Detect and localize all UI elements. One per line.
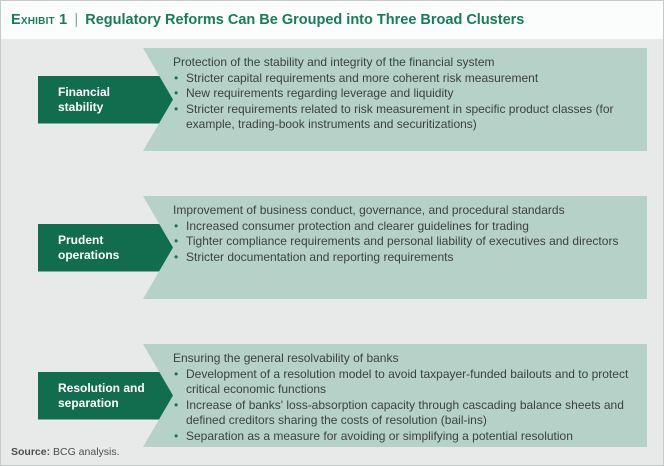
cluster-row-1: Protection of the stability and integrit… (1, 48, 663, 151)
source-label: Source: (11, 446, 51, 458)
cluster-bullet-list: Stricter capital requirements and more c… (173, 71, 635, 133)
cluster-row-2: Improvement of business conduct, governa… (1, 196, 663, 299)
cluster-content-box: Protection of the stability and integrit… (143, 48, 647, 151)
cluster-label-arrow: Resolution and separation (38, 372, 173, 420)
cluster-label-text: Financial stability (58, 84, 111, 114)
source-text: BCG analysis. (53, 446, 120, 458)
cluster-label-text: Resolution and separation (58, 380, 145, 410)
title-separator: | (74, 10, 79, 28)
cluster-bullet: Increased consumer protection and cleare… (173, 219, 635, 235)
clusters-area: Protection of the stability and integrit… (1, 39, 663, 447)
cluster-lead-text: Improvement of business conduct, governa… (173, 203, 565, 217)
source-note: Source: BCG analysis. (11, 446, 120, 458)
exhibit-header: Exhibit 1 | Regulatory Reforms Can Be Gr… (1, 1, 663, 39)
cluster-bullet: Stricter requirements related to risk me… (173, 102, 635, 133)
exhibit-title: Regulatory Reforms Can Be Grouped into T… (85, 12, 525, 28)
cluster-bullet: Separation as a measure for avoiding or … (173, 429, 635, 445)
cluster-bullet: Stricter capital requirements and more c… (173, 71, 635, 87)
cluster-bullet-list: Increased consumer protection and cleare… (173, 219, 635, 266)
cluster-lead-text: Protection of the stability and integrit… (173, 55, 495, 69)
cluster-bullet-list: Development of a resolution model to avo… (173, 367, 635, 445)
cluster-bullet: New requirements regarding leverage and … (173, 86, 635, 102)
cluster-content-box: Improvement of business conduct, governa… (143, 196, 647, 299)
cluster-bullet: Development of a resolution model to avo… (173, 367, 635, 398)
cluster-lead-text: Ensuring the general resolvability of ba… (173, 351, 399, 365)
cluster-row-3: Ensuring the general resolvability of ba… (1, 344, 663, 447)
exhibit-number: Exhibit 1 (11, 12, 68, 28)
cluster-label-text: Prudent operations (58, 232, 120, 262)
cluster-bullet: Tighter compliance requirements and pers… (173, 234, 635, 250)
cluster-content-box: Ensuring the general resolvability of ba… (143, 344, 647, 447)
cluster-label-arrow: Prudent operations (38, 224, 173, 272)
cluster-bullet: Stricter documentation and reporting req… (173, 250, 635, 266)
cluster-label-arrow: Financial stability (38, 76, 173, 124)
cluster-bullet: Increase of banks' loss-absorption capac… (173, 398, 635, 429)
